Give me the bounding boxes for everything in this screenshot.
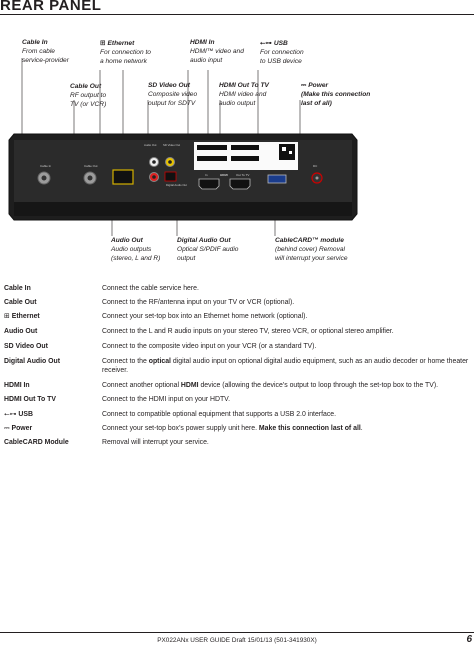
callout-heading: SD Video Out bbox=[148, 82, 190, 89]
row-key: SD Video Out bbox=[4, 343, 48, 350]
device-label-cable-out: Cable Out bbox=[84, 164, 98, 168]
callout-cablecard: CableCARD™ module (behind cover) Removal… bbox=[275, 236, 348, 263]
device-label-hdmi-out: Out To TV bbox=[236, 173, 249, 177]
callout-body: HDMI™ video and audio input bbox=[190, 48, 244, 64]
digital-audio-out-port bbox=[164, 171, 177, 182]
row-key: HDMI In bbox=[4, 382, 30, 389]
hdmi-out-port bbox=[229, 178, 251, 190]
device-label-audio-out: Audio Out bbox=[144, 143, 157, 147]
row-key: HDMI Out To TV bbox=[4, 396, 56, 403]
ethernet-icon: ⊞ bbox=[4, 313, 10, 320]
callout-body: From cable service-provider bbox=[22, 48, 69, 64]
row-key: Audio Out bbox=[4, 328, 38, 335]
audio-jack-center bbox=[152, 160, 156, 164]
row-value-emphasis: Make this connection last of all bbox=[258, 425, 361, 432]
panel-face bbox=[14, 140, 352, 202]
cable-in-port-center bbox=[41, 175, 47, 181]
callout-ethernet: ⊞Ethernet For connection to a home netwo… bbox=[100, 39, 151, 66]
row-value: Connect to the optical digital audio inp… bbox=[102, 357, 470, 376]
usb-icon: ⭠⊶ bbox=[260, 40, 272, 47]
callout-body: Audio outputs (stereo, L and R) bbox=[111, 246, 161, 262]
row-value: Connect another optional HDMI device (al… bbox=[102, 381, 470, 390]
rear-panel-diagram: Cable In Cable Out Audio Out SD Video Ou… bbox=[8, 58, 358, 236]
qr-detail bbox=[282, 147, 286, 151]
callout-heading: Digital Audio Out bbox=[177, 237, 231, 244]
callout-usb: ⭠⊶USB For connection to USB device bbox=[260, 39, 304, 66]
row-value: Connect to the RF/antenna input on your … bbox=[102, 299, 295, 306]
row-value: Connect the cable service here. bbox=[102, 285, 199, 292]
page-number: 6 bbox=[466, 634, 472, 645]
callout-heading: Audio Out bbox=[111, 237, 143, 244]
row-value-text: digital audio input on optional digital … bbox=[102, 358, 469, 375]
callout-body: For connection to USB device bbox=[260, 49, 304, 65]
ethernet-port bbox=[112, 169, 134, 185]
row-key: Ethernet bbox=[11, 313, 40, 320]
qr-detail bbox=[289, 151, 292, 154]
row-value-text: Connect your set-top box’s power supply … bbox=[102, 425, 259, 432]
row-key: Cable Out bbox=[4, 299, 37, 306]
usb-port bbox=[267, 174, 287, 184]
audio-jack-center bbox=[152, 175, 156, 179]
power-port-pin bbox=[315, 176, 319, 180]
row-value: Connect your set-top box’s power supply … bbox=[102, 424, 470, 433]
row-value-text: . bbox=[360, 425, 363, 432]
callout-hdmi-in: HDMI In HDMI™ video and audio input bbox=[190, 38, 244, 65]
row-value-text: device (allowing the device’s output to … bbox=[198, 382, 439, 389]
row-key: USB bbox=[18, 411, 33, 418]
row-value: Connect to the HDMI input on your HDTV. bbox=[102, 396, 231, 403]
device-label-sd-video-out: SD Video Out bbox=[163, 143, 180, 147]
callout-digital-audio-out: Digital Audio Out Optical S/PDIF audio o… bbox=[177, 236, 238, 263]
device-label-hdmi-in: In bbox=[205, 173, 208, 177]
callout-body: (behind cover) Removal will interrupt yo… bbox=[275, 246, 348, 262]
device-label-hdmi-logo: HDMI bbox=[220, 173, 228, 177]
row-value-emphasis: optical bbox=[148, 358, 171, 365]
row-value-emphasis: HDMI bbox=[180, 382, 199, 389]
chassis-base bbox=[14, 202, 352, 216]
callout-heading: Cable In bbox=[22, 39, 48, 46]
row-key: CableCARD Module bbox=[4, 439, 69, 446]
cable-out-port-center bbox=[87, 175, 93, 181]
callout-heading: USB bbox=[273, 40, 288, 47]
callout-body: (Make this connection last of all) bbox=[301, 91, 371, 107]
row-value: Removal will interrupt your service. bbox=[102, 439, 209, 446]
callout-body: For connection to a home network bbox=[100, 49, 151, 65]
callout-audio-out: Audio Out Audio outputs (stereo, L and R… bbox=[111, 236, 160, 263]
footer-text: PX022ANx USER GUIDE Draft 15/01/13 (501-… bbox=[157, 637, 317, 644]
row-value: Connect your set-top box into an Etherne… bbox=[102, 313, 308, 320]
row-value-text: Connect another optional bbox=[102, 382, 181, 389]
callout-body: HDMI video and audio output bbox=[219, 91, 267, 107]
title-rule bbox=[0, 14, 474, 15]
row-key: Cable In bbox=[4, 285, 31, 292]
power-dc-icon: ⎓ bbox=[301, 82, 307, 89]
device-label-digital-audio: Digital Audio Out bbox=[166, 183, 187, 187]
video-jack-center bbox=[168, 160, 172, 164]
callout-body: Optical S/PDIF audio output bbox=[177, 246, 239, 262]
hdmi-in-port bbox=[198, 178, 220, 190]
row-value: Connect to the composite video input on … bbox=[102, 343, 317, 350]
row-key: Power bbox=[11, 425, 33, 432]
callout-heading: Cable Out bbox=[70, 83, 102, 90]
row-key: Digital Audio Out bbox=[4, 358, 61, 365]
row-value: Connect to the L and R audio inputs on y… bbox=[102, 328, 394, 335]
callout-hdmi-out: HDMI Out To TV HDMI video and audio outp… bbox=[219, 81, 269, 108]
ethernet-icon: ⊞ bbox=[100, 40, 106, 47]
callout-power: ⎓Power (Make this connection last of all… bbox=[301, 81, 370, 108]
row-value: Connect to compatible optional equipment… bbox=[102, 411, 337, 418]
row-value-text: Connect to the bbox=[102, 358, 149, 365]
power-dc-icon: ⎓ bbox=[4, 425, 10, 432]
footer-rule bbox=[0, 632, 474, 633]
callout-cable-in: Cable In From cable service-provider bbox=[22, 38, 69, 65]
device-label-cable-in: Cable In bbox=[40, 164, 52, 168]
callout-heading: HDMI Out To TV bbox=[219, 82, 269, 89]
callout-heading: Ethernet bbox=[107, 40, 135, 47]
page-title: REAR PANEL bbox=[0, 0, 102, 14]
device-label-power: DC bbox=[313, 164, 318, 168]
callout-body: Composite video output for SDTV bbox=[148, 91, 198, 107]
usb-icon: ⭠⊶ bbox=[4, 411, 17, 418]
callout-heading: HDMI In bbox=[190, 39, 215, 46]
callout-sd-video-out: SD Video Out Composite video output for … bbox=[148, 81, 197, 108]
callout-heading: CableCARD™ module bbox=[275, 237, 344, 244]
callout-heading: Power bbox=[308, 82, 329, 89]
